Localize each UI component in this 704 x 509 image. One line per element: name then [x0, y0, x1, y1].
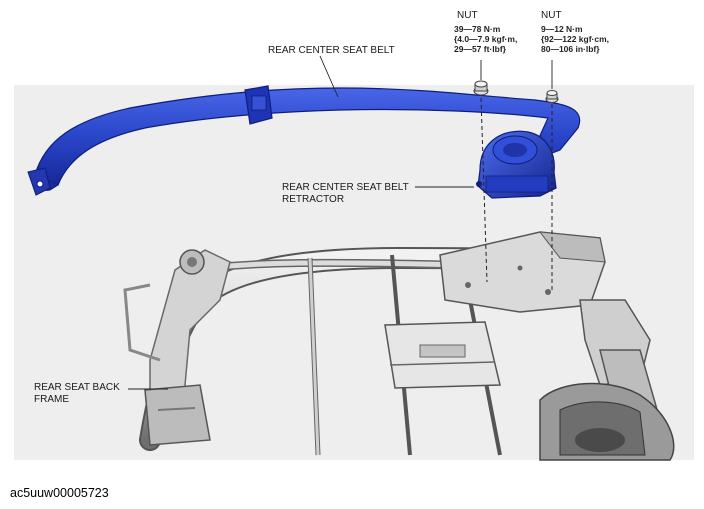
rear-center-seat-belt-retractor — [476, 130, 557, 199]
nut-2-torque-line3: 80—106 in·lbf} — [541, 44, 600, 54]
retractor-label-line2: RETRACTOR — [282, 194, 345, 205]
nut-1-torque-line1: 39—78 N·m — [454, 24, 501, 34]
nut-2-torque-spec: 9—12 N·m {92—122 kgf·cm, 80—106 in·lbf} — [541, 24, 609, 54]
retractor-label-line1: REAR CENTER SEAT BELT — [282, 182, 409, 193]
nut-1-torque-spec: 39—78 N·m {4.0—7.9 kgf·m, 29—57 ft·lbf} — [454, 24, 517, 54]
belt-leader — [319, 55, 339, 98]
nut-2-title: NUT — [541, 10, 562, 21]
rear-center-seat-belt-label: REAR CENTER SEAT BELT — [268, 45, 395, 56]
nut-1-icon — [473, 80, 489, 96]
nut-1-torque-line2: {4.0—7.9 kgf·m, — [454, 34, 518, 44]
figure-id: ac5uuw00005723 — [10, 486, 109, 500]
frame-label-line2: FRAME — [34, 394, 69, 405]
nut-1-title: NUT — [457, 10, 478, 21]
nut-2-torque-line1: 9—12 N·m — [541, 24, 583, 34]
rear-center-seat-belt — [27, 85, 581, 196]
frame-label-line1: REAR SEAT BACK — [34, 382, 120, 393]
leader-lines — [128, 55, 553, 390]
alignment-lines — [480, 97, 553, 290]
nut-2-torque-line2: {92—122 kgf·cm, — [541, 34, 610, 44]
nut-1-torque-line3: 29—57 ft·lbf} — [454, 44, 506, 54]
rear-seat-back-frame — [123, 231, 675, 461]
nut-2-icon — [545, 90, 559, 103]
